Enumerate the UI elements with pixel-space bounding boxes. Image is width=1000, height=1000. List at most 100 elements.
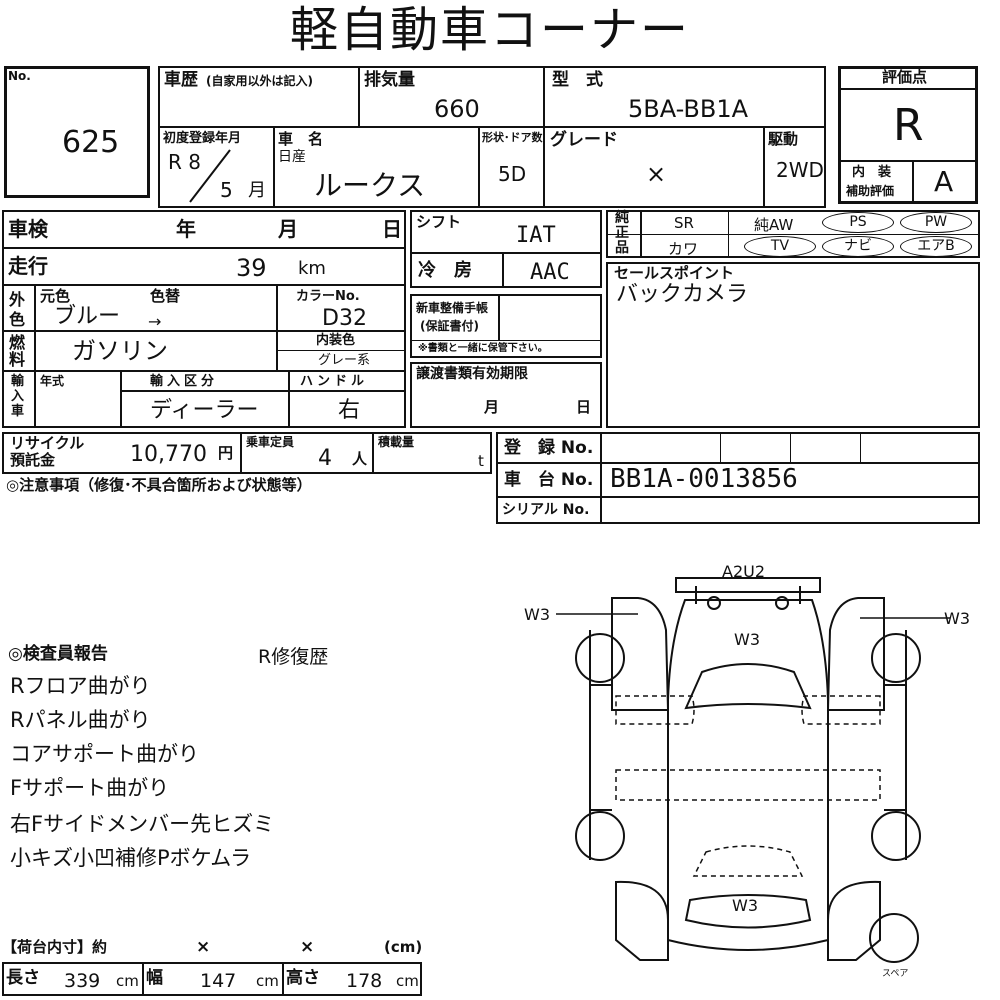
recycle-unit: 円 [218,444,234,462]
inspector-line: コアサポート曲がり [10,742,199,766]
diagram-front-code: A2U2 [722,562,766,581]
cargo-dimensions-row [2,962,422,996]
equipment-ps: PS [822,212,894,233]
drive-label: 駆動 [768,130,799,148]
cargo-times-2: × [300,937,315,957]
interior-score-label1: 内 装 [852,165,892,180]
registration-grid [496,432,980,524]
model-type-value: 5BA-BB1A [628,95,749,123]
interior-color-label: 内装色 [316,333,356,348]
cargo-width-label: 幅 [146,968,163,988]
maintenance-label2: (保証書付) [420,319,479,333]
transfer-label: 譲渡書類有効期限 [416,366,528,382]
cargo-height: 178 [346,970,383,992]
cargo-unit-paren: (cm) [384,938,423,956]
fuel-label: 燃料 [9,333,26,369]
maintenance-note: ※書類と一緒に保管下さい。 [418,343,548,354]
registration-label: 登 録 No. [504,438,594,458]
transfer-box [410,362,602,428]
equipment-tv: TV [744,236,816,257]
grade-label: グレード [550,130,618,150]
recycle-label1: リサイクル [10,434,85,452]
first-reg-era: R 8 [168,150,201,174]
load-label: 積載量 [378,435,415,449]
import-class-value: ディーラー [150,398,259,423]
recycle-grid [2,432,492,474]
import-label: 輸入車 [11,374,25,419]
sales-point-label: セールスポイント [614,264,735,282]
first-reg-divider [189,149,231,203]
car-name-value: ルークス [314,169,426,202]
load-unit: t [478,452,484,470]
vehicle-info-grid [158,66,826,208]
transfer-day: 日 [576,398,592,416]
first-reg-month: 5 [220,178,233,202]
import-year-label: 年式 [40,374,65,388]
exterior-repaint-label: 色替 [150,287,181,305]
equipment-navi: ナビ [822,236,894,257]
score-label: 評価点 [882,68,928,86]
aircon-value: AAC [530,260,570,285]
diagram-left-door-code: W3 [524,605,550,624]
recycle-value: 10,770 [130,442,207,467]
equipment-label: 純正品 [615,210,629,256]
diagram-spare-label: スペア [882,969,909,979]
equipment-alloy-wheels: 純AW [754,216,794,234]
diagram-rear-code: W3 [732,896,758,915]
mileage-unit: km [298,258,326,279]
grade-value: × [646,160,667,188]
history-note: (自家用以外は記入) [206,74,313,88]
capacity-value: 4 [318,446,332,471]
recycle-label2: 預託金 [10,451,56,469]
car-name-maker: 日産 [278,149,306,165]
serial-label: シリアル No. [502,502,590,518]
cargo-length-unit: cm [116,972,139,990]
cargo-height-unit: cm [396,972,419,990]
inspector-line: Rパネル曲がり [10,708,151,732]
equipment-pw: PW [900,212,972,233]
inspector-line: 小キズ小凹補修Pボケムラ [10,846,252,870]
inspection-month: 月 [278,217,298,241]
inspector-line: 右Fサイドメンバー先ヒズミ [10,812,275,836]
first-reg-month-unit: 月 [248,180,266,201]
model-type-label: 型 式 [552,70,603,90]
handle-label: ハンドル [300,374,369,389]
equipment-sr: SR [674,214,694,232]
cargo-length: 339 [64,970,101,992]
doors-value: 5D [498,162,527,186]
capacity-unit: 人 [352,450,368,468]
exterior-original-label: 元色 [40,287,71,305]
history-label: 車歴 [164,70,198,90]
handle-value: 右 [338,398,361,423]
car-name-label: 車 名 [278,130,324,148]
cargo-width: 147 [200,970,237,992]
sales-point-value: バックカメラ [616,282,749,307]
cargo-length-label: 長さ [6,968,40,988]
drive-value: 2WD [776,158,824,182]
first-reg-label: 初度登録年月 [163,131,242,146]
diagram-hood-code: W3 [734,630,760,649]
cargo-label: 【荷台内寸】約 [2,938,108,956]
repair-history: R修復歴 [258,646,329,668]
aircon-label: 冷 房 [418,260,472,281]
chassis-value: BB1A-0013856 [610,464,798,494]
color-no: D32 [322,306,367,331]
inspector-line: Rフロア曲がり [10,674,151,698]
inspection-year: 年 [176,217,196,241]
notes-label: ◎注意事項（修復･不具合箇所および状態等） [6,476,312,494]
interior-score-label2: 補助評価 [846,184,895,198]
score-box [838,66,978,204]
score-value: R [893,100,924,151]
cargo-width-unit: cm [256,972,279,990]
lot-number-label: No. [8,69,31,83]
displacement-value: 660 [434,95,480,123]
capacity-label: 乗車定員 [246,435,295,449]
page-title: 軽自動車コーナー [290,2,691,58]
lot-number: 625 [62,125,120,160]
fuel-value: ガソリン [72,337,168,365]
displacement-label: 排気量 [364,70,415,90]
shift-value: IAT [516,223,556,248]
transfer-month: 月 [484,398,500,416]
maintenance-box [410,294,602,358]
shift-label: シフト [416,213,462,231]
